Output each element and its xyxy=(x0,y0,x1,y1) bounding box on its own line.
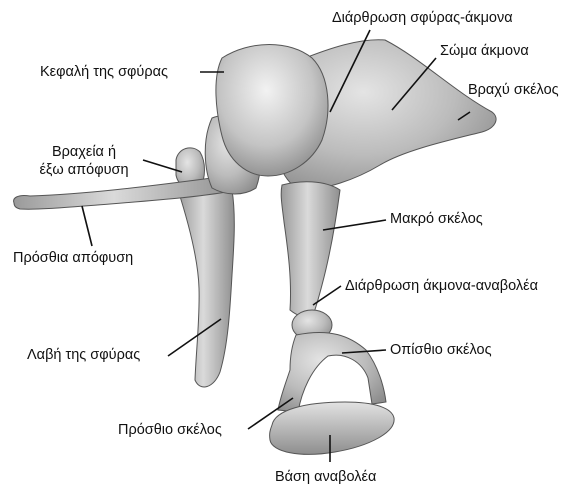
label-incus-short-process: Βραχύ σκέλος xyxy=(468,82,559,99)
label-incus-long-process: Μακρό σκέλος xyxy=(390,211,483,228)
label-malleus-anterior-process: Πρόσθια απόφυση xyxy=(13,250,133,267)
label-incudostapedial-joint: Διάρθρωση άκμονα-αναβολέα xyxy=(345,278,538,295)
stapes-footplate-shape xyxy=(270,402,395,454)
label-incus-body: Σώμα άκμονα xyxy=(440,43,529,60)
malleus-head-shape xyxy=(216,45,328,177)
label-incudomalleolar-joint: Διάρθρωση σφύρας-άκμονα xyxy=(332,10,513,27)
label-malleus-lateral-process-2: έξω απόφυση xyxy=(28,162,140,179)
incus-long-process-shape xyxy=(281,182,340,318)
stapes-arch-shape xyxy=(278,332,386,412)
label-stapes-anterior-crus: Πρόσθιο σκέλος xyxy=(118,422,222,439)
label-malleus-head: Κεφαλή της σφύρας xyxy=(40,64,168,81)
label-stapes-posterior-crus: Οπίσθιο σκέλος xyxy=(390,342,492,359)
label-stapes-footplate: Βάση αναβολέα xyxy=(275,469,376,486)
malleus-handle-shape xyxy=(178,184,234,387)
label-malleus-handle: Λαβή της σφύρας xyxy=(27,347,140,364)
leader-malleus-anterior-process xyxy=(82,206,92,246)
label-malleus-lateral-process-1: Βραχεία ή xyxy=(28,144,140,161)
